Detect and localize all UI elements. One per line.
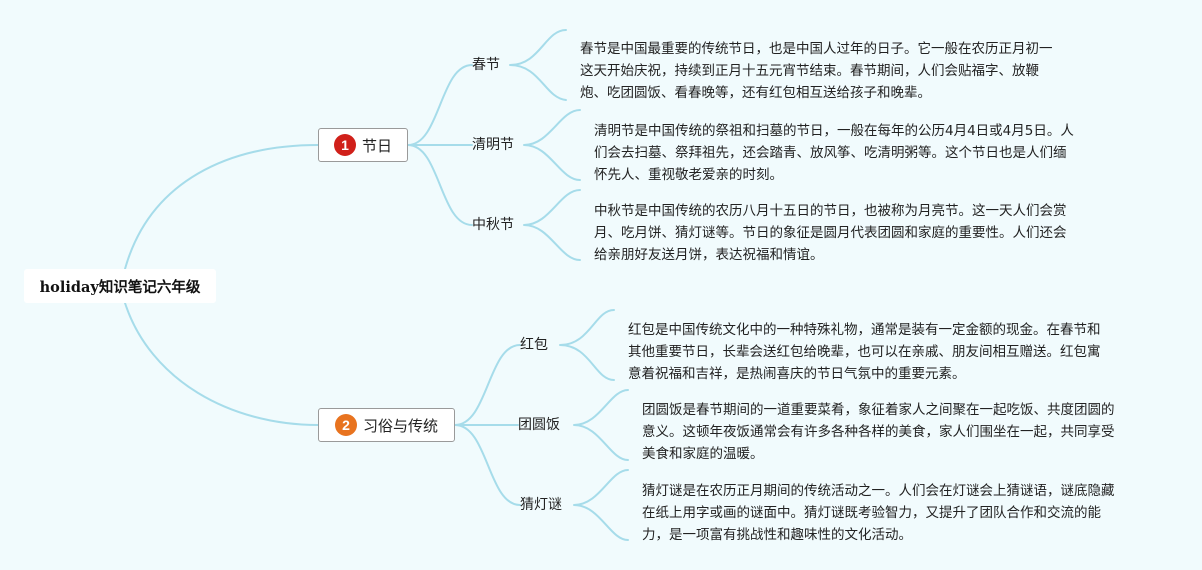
note-spring-festival: 春节是中国最重要的传统节日，也是中国人过年的日子。它一般在农历正月初一 这天开始…: [580, 41, 1053, 101]
link-b1-topic-1: [407, 64, 473, 146]
branch-customs[interactable]: 2 习俗与传统: [318, 408, 455, 442]
link-root-branch-2: [124, 302, 319, 426]
note-qingming: 清明节是中国传统的祭祖和扫墓的节日，一般在每年的公历4月4日或4月5日。人 们会…: [594, 123, 1074, 183]
topic-lantern-riddles[interactable]: 猜灯谜: [520, 497, 562, 513]
link-topic-1-note: [509, 29, 567, 101]
link-topic-5-note: [573, 389, 629, 461]
topic-mid-autumn[interactable]: 中秋节: [472, 217, 514, 233]
link-topic-6-note: [573, 469, 629, 541]
link-topic-2-note: [523, 109, 581, 181]
root-title: holiday知识笔记六年级: [39, 278, 201, 296]
link-b1-topic-3: [407, 144, 473, 226]
note-red-envelope: 红包是中国传统文化中的一种特殊礼物，通常是装有一定金额的现金。在春节和 其他重要…: [628, 322, 1101, 382]
branch-label: 节日: [361, 136, 392, 155]
number-badge-icon: 1: [333, 134, 356, 156]
link-b2-topic-1: [454, 344, 521, 426]
branch-label: 习俗与传统: [362, 416, 438, 435]
root-topic[interactable]: holiday知识笔记六年级: [24, 269, 216, 303]
topic-spring-festival[interactable]: 春节: [472, 57, 500, 73]
note-lantern-riddles: 猜灯谜是在农历正月期间的传统活动之一。人们会在灯谜会上猜谜语，谜底隐藏 在纸上用…: [642, 483, 1115, 543]
number-badge-icon: 2: [334, 414, 357, 436]
note-reunion-dinner: 团圆饭是春节期间的一道重要菜肴，象征着家人之间聚在一起吃饭、共度团圆的 意义。这…: [642, 402, 1115, 462]
link-topic-4-note: [559, 309, 615, 381]
topic-red-envelope[interactable]: 红包: [520, 337, 548, 353]
topic-reunion-dinner[interactable]: 团圆饭: [518, 417, 560, 433]
link-topic-3-note: [523, 189, 581, 261]
branch-holidays[interactable]: 1 节日: [318, 128, 408, 162]
link-root-branch-1: [124, 144, 319, 270]
note-mid-autumn: 中秋节是中国传统的农历八月十五日的节日，也被称为月亮节。这一天人们会赏 月、吃月…: [594, 203, 1067, 263]
topic-qingming[interactable]: 清明节: [472, 137, 514, 153]
link-b2-topic-3: [454, 424, 521, 506]
